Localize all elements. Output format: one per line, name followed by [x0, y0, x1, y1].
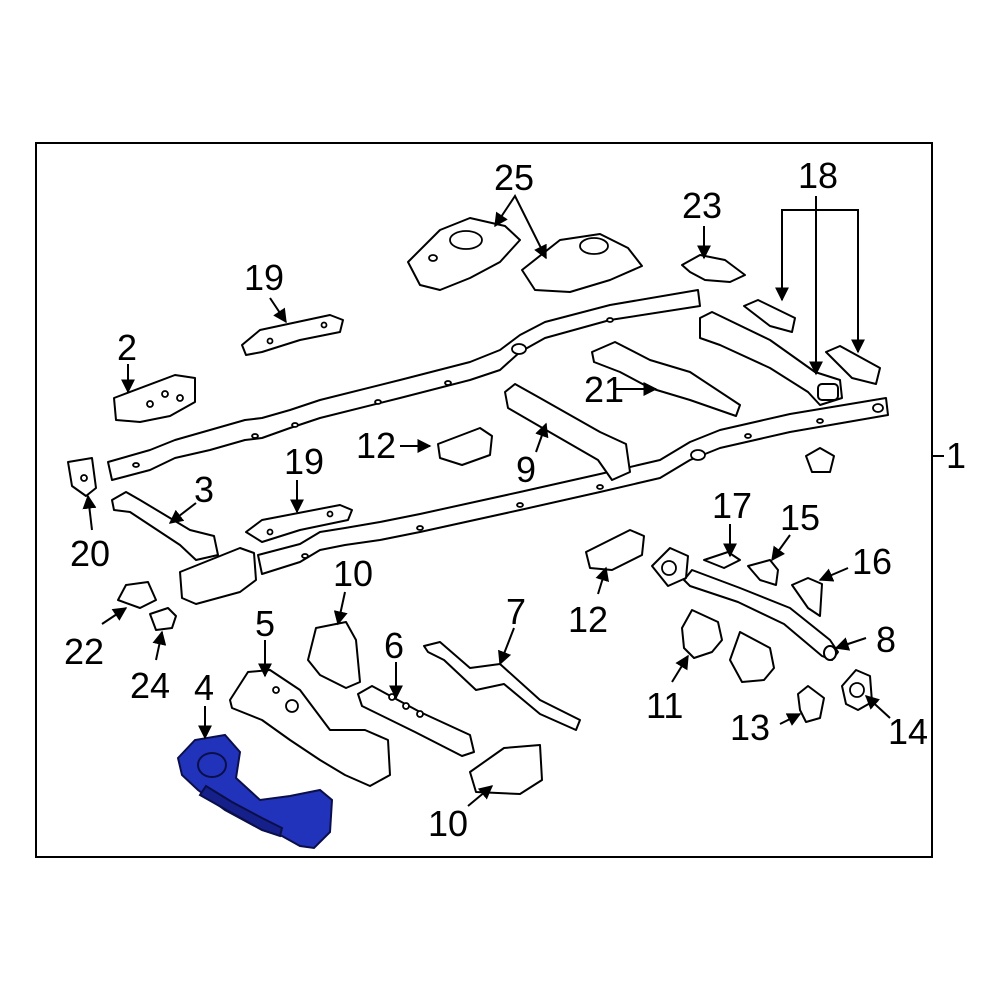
callout-11: 11: [646, 685, 683, 726]
part-5-crossmember[interactable]: [229, 669, 391, 787]
callout-10a: 10: [333, 553, 373, 594]
part-21-crossmember[interactable]: [591, 341, 741, 417]
callout-14: 14: [888, 711, 928, 752]
part-25-spring-seat-left[interactable]: [407, 217, 521, 291]
callouts: 1 2 3 4 5 6 7 8 9 10 10 11 12 12 13 14 1…: [64, 155, 966, 844]
part-8-crossmember-tube[interactable]: [683, 569, 839, 661]
callout-23: 23: [682, 185, 722, 226]
callout-4: 4: [194, 667, 214, 708]
part-17-bracket[interactable]: [703, 551, 741, 569]
callout-5: 5: [255, 603, 275, 644]
part-10-support-lower[interactable]: [469, 744, 543, 795]
part-14-plate-lower[interactable]: [841, 669, 873, 711]
callout-17: 17: [712, 485, 752, 526]
callout-3: 3: [194, 469, 214, 510]
callout-22: 22: [64, 631, 104, 672]
callout-19a: 19: [244, 257, 284, 298]
part-11-bracket-b[interactable]: [729, 631, 775, 683]
part-3-crossmember[interactable]: [111, 491, 219, 561]
callout-21: 21: [584, 369, 624, 410]
part-22-mount[interactable]: [117, 581, 157, 609]
callout-6: 6: [384, 625, 404, 666]
callout-19b: 19: [284, 441, 324, 482]
callout-2: 2: [117, 327, 137, 368]
callout-12a: 12: [356, 425, 396, 466]
frame-rail-left[interactable]: [107, 289, 701, 481]
callout-8: 8: [876, 619, 896, 660]
callout-20: 20: [70, 533, 110, 574]
rail-small-bracket[interactable]: [805, 447, 835, 473]
callout-7: 7: [506, 591, 526, 632]
part-23-bracket[interactable]: [681, 254, 746, 283]
part-20-bracket[interactable]: [67, 457, 97, 497]
part-12-bracket-upper[interactable]: [437, 427, 493, 466]
part-19-reinforcement-lower[interactable]: [245, 504, 353, 543]
part-9-crossmember[interactable]: [504, 383, 631, 481]
callout-16: 16: [852, 541, 892, 582]
callout-10b: 10: [428, 803, 468, 844]
part-19-reinforcement-upper[interactable]: [241, 314, 344, 356]
part-24-mount[interactable]: [149, 607, 177, 631]
diagram-border: [35, 142, 933, 858]
front-rail-bracket[interactable]: [179, 547, 257, 605]
part-16-bracket[interactable]: [791, 577, 823, 617]
part-11-bracket-a[interactable]: [681, 609, 723, 659]
part-14-plate-upper[interactable]: [651, 547, 689, 587]
callout-18: 18: [798, 155, 838, 196]
part-4-crossmember-highlighted[interactable]: [176, 733, 334, 850]
callout-9: 9: [516, 449, 536, 490]
frame-rail-right[interactable]: [257, 397, 889, 575]
part-25-spring-seat-right[interactable]: [521, 233, 643, 293]
part-12-bracket-lower[interactable]: [585, 529, 645, 571]
callout-24: 24: [130, 665, 170, 706]
part-10-support-upper[interactable]: [307, 621, 361, 689]
callout-15: 15: [780, 497, 820, 538]
callout-12b: 12: [568, 599, 608, 640]
part-15-bracket[interactable]: [747, 559, 779, 586]
part-7-crossmember[interactable]: [423, 641, 581, 731]
part-2-bracket[interactable]: [113, 374, 196, 423]
part-18-crossmember[interactable]: [699, 299, 881, 406]
callout-1: 1: [946, 435, 966, 476]
leader-lines: [82, 194, 891, 807]
callout-13: 13: [730, 707, 770, 748]
part-13-bracket[interactable]: [797, 685, 825, 723]
callout-25: 25: [494, 157, 534, 198]
